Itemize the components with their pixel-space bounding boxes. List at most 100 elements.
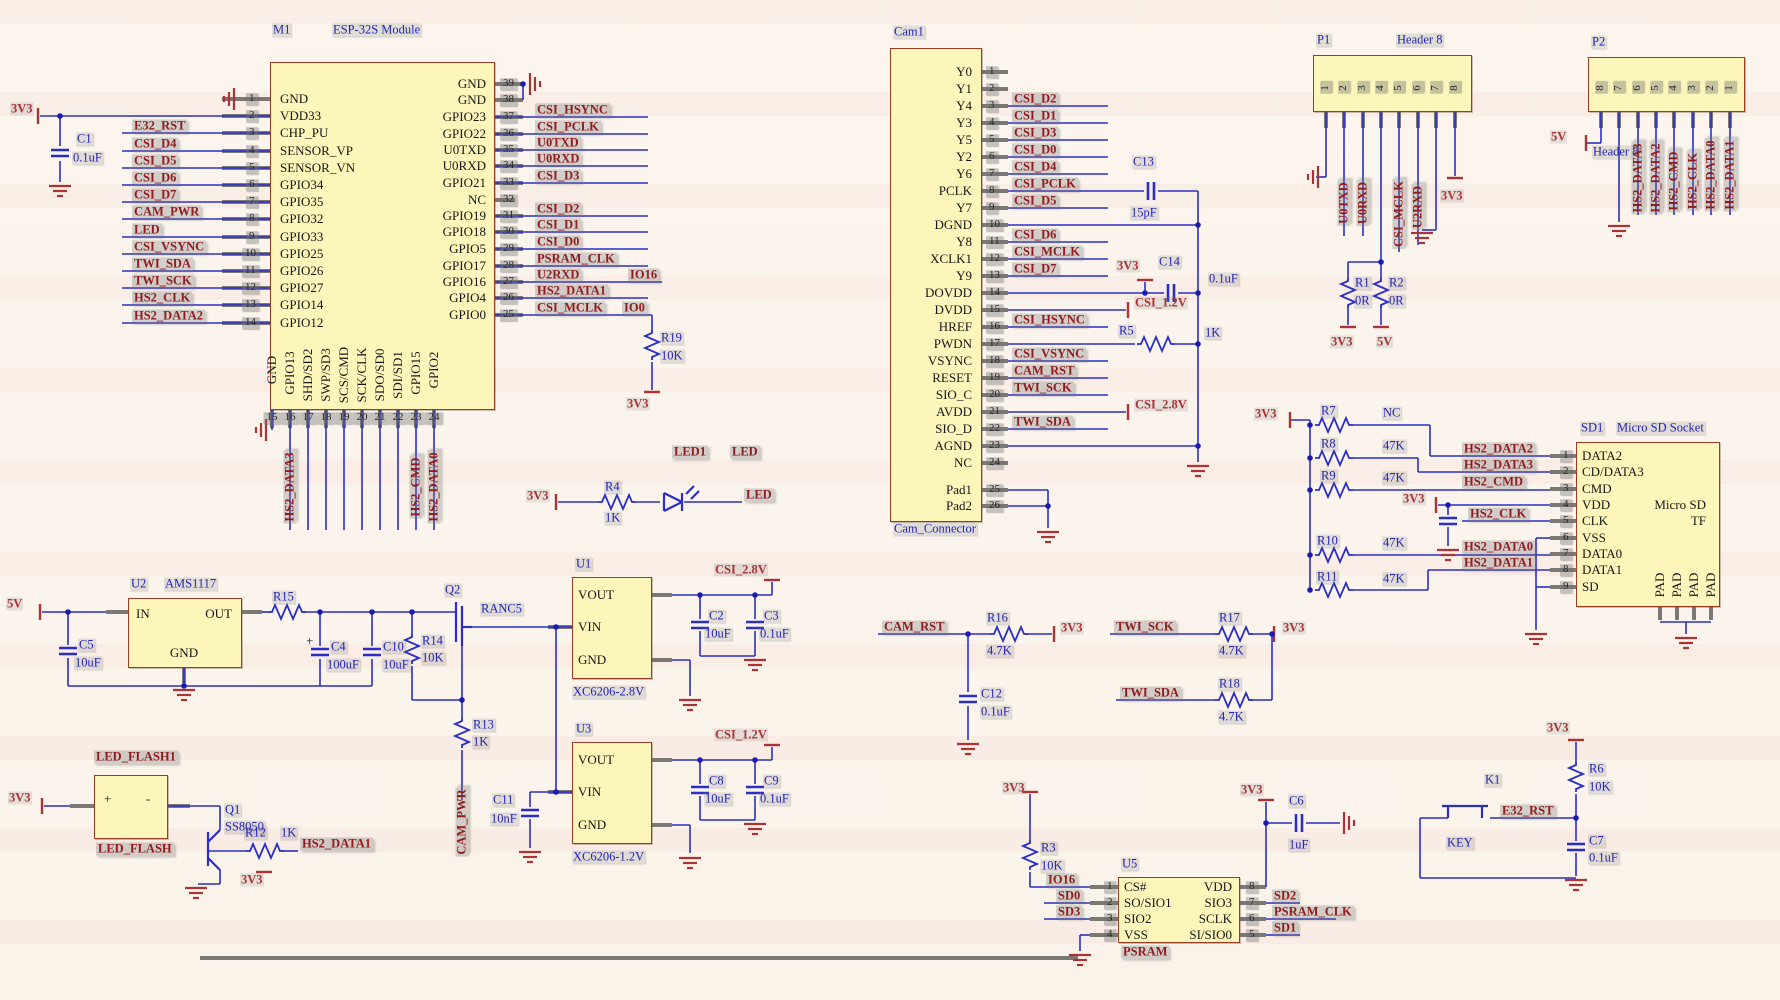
resistor[interactable]: [1020, 840, 1040, 870]
designator-label[interactable]: 10uF: [704, 791, 732, 806]
designator-label[interactable]: C1: [76, 131, 93, 146]
designator-label[interactable]: C9: [763, 773, 780, 788]
net-label[interactable]: HS2_DATA1: [1462, 555, 1535, 570]
designator-label[interactable]: 10uF: [74, 655, 102, 670]
net-label[interactable]: TWI_SDA: [132, 256, 193, 271]
designator-label[interactable]: SS8050: [224, 819, 265, 834]
designator-label[interactable]: 0.1uF: [759, 791, 790, 806]
designator-label[interactable]: 4.7K: [1218, 643, 1245, 658]
designator-label[interactable]: C3: [763, 608, 780, 623]
designator-label[interactable]: R7: [1320, 403, 1337, 418]
net-label[interactable]: CSI_D4: [1012, 159, 1059, 174]
net-label[interactable]: SD2: [1272, 888, 1299, 903]
net-label[interactable]: SD1: [1272, 920, 1299, 935]
component-regulator-u2[interactable]: [128, 598, 242, 668]
designator-label[interactable]: R4: [604, 479, 621, 494]
resistor[interactable]: [1338, 278, 1358, 308]
resistor[interactable]: [642, 330, 662, 360]
net-label[interactable]: LED1: [672, 444, 708, 459]
net-label[interactable]: CSI_D2: [1012, 91, 1059, 106]
designator-label[interactable]: C13: [1132, 154, 1155, 169]
net-label[interactable]: CSI_D2: [535, 201, 582, 216]
designator-label[interactable]: C6: [1288, 793, 1305, 808]
designator-label[interactable]: 10K: [421, 650, 445, 665]
designator-label[interactable]: C14: [1158, 254, 1181, 269]
designator-label[interactable]: 47K: [1382, 571, 1406, 586]
net-label[interactable]: HS2_DATA0: [1703, 138, 1718, 212]
designator-label[interactable]: M1: [272, 22, 292, 37]
symbol-line[interactable]: [685, 485, 695, 495]
net-label[interactable]: IO16: [628, 267, 660, 282]
component-psram-chip[interactable]: [1118, 877, 1240, 943]
designator-label[interactable]: 0.1uF: [72, 150, 103, 165]
designator-label[interactable]: SD1: [1580, 420, 1605, 435]
designator-label[interactable]: R15: [272, 589, 295, 604]
net-label[interactable]: CAM_PWR: [454, 787, 469, 857]
symbol-line[interactable]: [207, 857, 221, 871]
designator-label[interactable]: Cam_Connector: [893, 521, 977, 536]
net-label[interactable]: U2RXD: [1410, 183, 1425, 231]
net-label[interactable]: HS2_DATA0: [426, 450, 441, 524]
designator-label[interactable]: R9: [1320, 468, 1337, 483]
net-label[interactable]: CSI_MCLK: [1012, 244, 1082, 259]
net-label[interactable]: CSI_PCLK: [1012, 176, 1078, 191]
resistor[interactable]: [452, 718, 472, 748]
net-label[interactable]: HS2_CLK: [132, 290, 193, 305]
resistor[interactable]: [990, 624, 1028, 644]
net-label[interactable]: CSI_PCLK: [535, 119, 601, 134]
net-label[interactable]: CSI_D0: [535, 234, 582, 249]
net-label[interactable]: HS2_DATA0: [1462, 539, 1535, 554]
designator-label[interactable]: 1K: [280, 825, 298, 840]
designator-label[interactable]: 1uF: [1288, 837, 1310, 852]
net-label[interactable]: CSI_D1: [1012, 108, 1059, 123]
net-label[interactable]: TWI_SCK: [1012, 380, 1074, 395]
net-label[interactable]: CSI_HSYNC: [535, 102, 610, 117]
resistor[interactable]: [1566, 762, 1586, 792]
net-label[interactable]: HS2_DATA3: [1462, 457, 1535, 472]
resistor[interactable]: [246, 841, 284, 861]
net-label[interactable]: CSI_VSYNC: [1012, 346, 1087, 361]
designator-label[interactable]: Cam1: [893, 24, 925, 39]
net-label[interactable]: HS2_DATA3: [1630, 141, 1645, 215]
designator-label[interactable]: R8: [1320, 436, 1337, 451]
designator-label[interactable]: 1K: [1204, 325, 1222, 340]
designator-label[interactable]: R10: [1316, 533, 1339, 548]
net-label[interactable]: CAM_RST: [882, 619, 947, 634]
designator-label[interactable]: C12: [980, 686, 1003, 701]
net-label[interactable]: CSI_D3: [1012, 125, 1059, 140]
designator-label[interactable]: U2: [130, 576, 148, 591]
designator-label[interactable]: R11: [1316, 569, 1339, 584]
net-label[interactable]: HS2_DATA2: [132, 308, 205, 323]
designator-label[interactable]: 10uF: [382, 657, 410, 672]
designator-label[interactable]: KEY: [1446, 835, 1474, 850]
designator-label[interactable]: R13: [472, 717, 495, 732]
designator-label[interactable]: C8: [708, 773, 725, 788]
net-label[interactable]: LED: [744, 487, 774, 502]
designator-label[interactable]: C4: [330, 639, 347, 654]
net-label[interactable]: TWI_SCK: [1114, 619, 1176, 634]
designator-label[interactable]: ESP-32S Module: [332, 22, 422, 37]
net-label[interactable]: U0RXD: [1355, 179, 1370, 227]
designator-label[interactable]: 10uF: [704, 626, 732, 641]
designator-label[interactable]: 1K: [472, 734, 490, 749]
designator-label[interactable]: 47K: [1382, 535, 1406, 550]
designator-label[interactable]: 10K: [1040, 858, 1064, 873]
designator-label[interactable]: Header 8: [1592, 144, 1640, 159]
designator-label[interactable]: 1K: [604, 510, 622, 525]
net-label[interactable]: CSI_D6: [1012, 227, 1059, 242]
resistor[interactable]: [1215, 690, 1253, 710]
component-esp32-module[interactable]: [270, 62, 495, 410]
designator-label[interactable]: U1: [575, 556, 593, 571]
net-label[interactable]: CSI_D6: [132, 170, 179, 185]
net-label[interactable]: CSI_VSYNC: [132, 239, 207, 254]
net-label[interactable]: CSI_D5: [132, 153, 179, 168]
symbol-line[interactable]: [690, 490, 700, 500]
designator-label[interactable]: 0.1uF: [759, 626, 790, 641]
designator-label[interactable]: R17: [1218, 610, 1241, 625]
net-label[interactable]: TWI_SDA: [1120, 685, 1181, 700]
resistor[interactable]: [1371, 278, 1391, 308]
net-label[interactable]: CSI_D4: [132, 136, 179, 151]
designator-label[interactable]: 47K: [1382, 470, 1406, 485]
resistor[interactable]: [1137, 334, 1175, 354]
net-label[interactable]: LED_FLASH1: [94, 749, 178, 764]
